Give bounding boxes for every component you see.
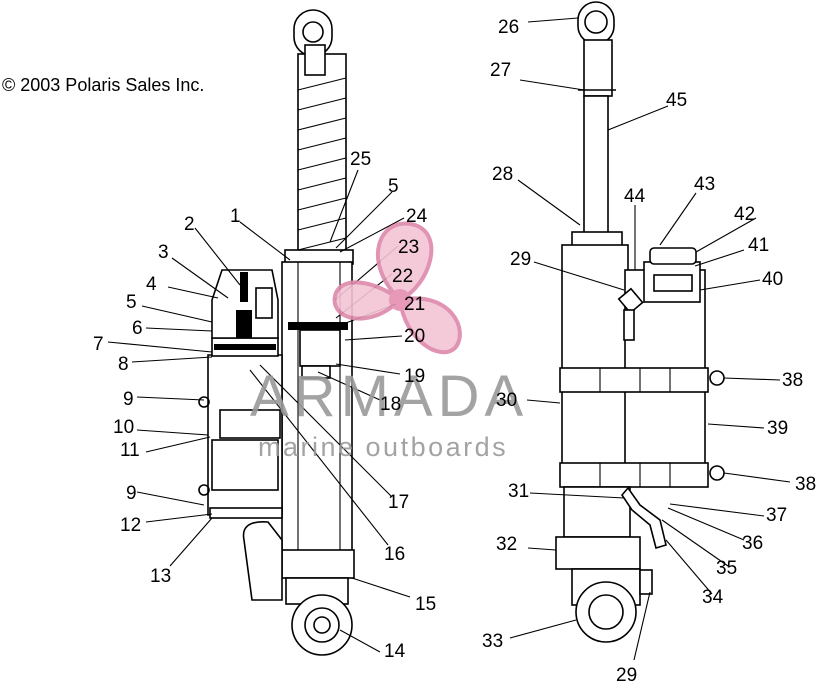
hose-bend <box>242 521 283 601</box>
callout-2: 2 <box>184 214 195 235</box>
callout-43: 43 <box>694 174 715 195</box>
callout-42: 42 <box>734 204 755 225</box>
valve-stem <box>240 272 248 302</box>
callout-25: 25 <box>350 149 371 170</box>
callout-26: 26 <box>498 17 519 38</box>
piston <box>299 329 341 367</box>
callout-35: 35 <box>716 558 737 579</box>
propeller-logo-icon <box>332 221 462 355</box>
callout-27: 27 <box>490 60 511 81</box>
callout-17: 17 <box>388 492 409 513</box>
callout-8: 8 <box>118 354 129 375</box>
valve-head <box>211 269 279 339</box>
right-body <box>561 244 629 471</box>
callout-11: 11 <box>120 440 140 461</box>
rod-boot <box>583 39 613 97</box>
callout-29b: 29 <box>616 665 637 682</box>
callout-5b: 5 <box>388 176 399 197</box>
left-cylinder-assembly <box>198 9 355 656</box>
callout-22: 22 <box>392 266 413 287</box>
callout-33: 33 <box>482 631 503 652</box>
bottom-ring <box>209 507 283 519</box>
callout-36: 36 <box>742 533 763 554</box>
rod-eye-hole <box>302 21 324 43</box>
callout-30: 30 <box>496 390 517 411</box>
callout-31: 31 <box>508 481 529 502</box>
callout-38b: 38 <box>795 474 816 495</box>
callout-44: 44 <box>624 186 646 207</box>
right-rod <box>583 95 609 237</box>
piston-nut <box>301 365 331 379</box>
callout-9b: 9 <box>126 483 137 504</box>
fitting-stem <box>623 309 635 341</box>
callout-38a: 38 <box>782 370 803 391</box>
callout-3: 3 <box>158 242 169 263</box>
callout-5a: 5 <box>126 292 137 313</box>
callout-9a: 9 <box>123 389 134 410</box>
callout-21: 21 <box>404 294 425 315</box>
rod-collar <box>304 44 326 76</box>
callout-1: 1 <box>230 206 241 227</box>
right-cylinder-assembly <box>555 1 725 643</box>
callout-41: 41 <box>748 235 769 256</box>
watermark-tagline: marine outboards <box>258 432 508 462</box>
res-cap <box>649 247 697 265</box>
callout-34: 34 <box>702 587 724 608</box>
res-nut <box>653 274 693 292</box>
piston-band <box>288 322 348 330</box>
callout-15: 15 <box>415 594 436 615</box>
callout-16: 16 <box>384 544 405 565</box>
callout-14: 14 <box>384 641 406 662</box>
callout-20: 20 <box>404 326 425 347</box>
callout-10: 10 <box>113 417 134 438</box>
callout-13: 13 <box>150 566 171 587</box>
floating-piston <box>219 409 281 439</box>
callout-29a: 29 <box>510 249 531 270</box>
copyright-text: © 2003 Polaris Sales Inc. <box>2 75 204 95</box>
callout-45: 45 <box>666 90 687 111</box>
callout-12: 12 <box>120 515 141 536</box>
callout-39: 39 <box>767 418 788 439</box>
lower-housing <box>555 536 641 570</box>
callout-23: 23 <box>398 237 419 258</box>
callout-18: 18 <box>380 394 401 415</box>
callout-7: 7 <box>93 334 104 355</box>
callout-37: 37 <box>766 505 787 526</box>
lower-body <box>563 486 631 538</box>
armada-watermark: ARMADA marine outboards <box>250 221 528 462</box>
right-leaders <box>509 17 791 661</box>
lower-clamp <box>559 462 709 488</box>
callout-6: 6 <box>132 318 143 339</box>
upper-clamp <box>559 367 709 393</box>
bottom-seal <box>281 549 355 579</box>
valve-nut <box>255 287 273 319</box>
callout-24: 24 <box>406 206 428 227</box>
watermark-brand: ARMADA <box>250 364 528 429</box>
right-hose <box>620 486 667 550</box>
seal-band <box>214 344 276 350</box>
chamber <box>211 439 279 491</box>
spring-pack <box>236 310 252 338</box>
bleeder <box>639 569 653 595</box>
left-leaders <box>107 169 411 653</box>
callout-40: 40 <box>762 269 783 290</box>
callout-labels: 1 2 3 4 5 5 6 7 8 9 9 10 11 12 13 14 15 … <box>93 17 816 682</box>
callout-28: 28 <box>492 164 513 185</box>
callout-32: 32 <box>496 534 517 555</box>
fitting-29 <box>617 287 644 314</box>
callout-19: 19 <box>404 366 425 387</box>
callout-4: 4 <box>146 274 157 295</box>
right-rod-eye <box>577 1 615 45</box>
